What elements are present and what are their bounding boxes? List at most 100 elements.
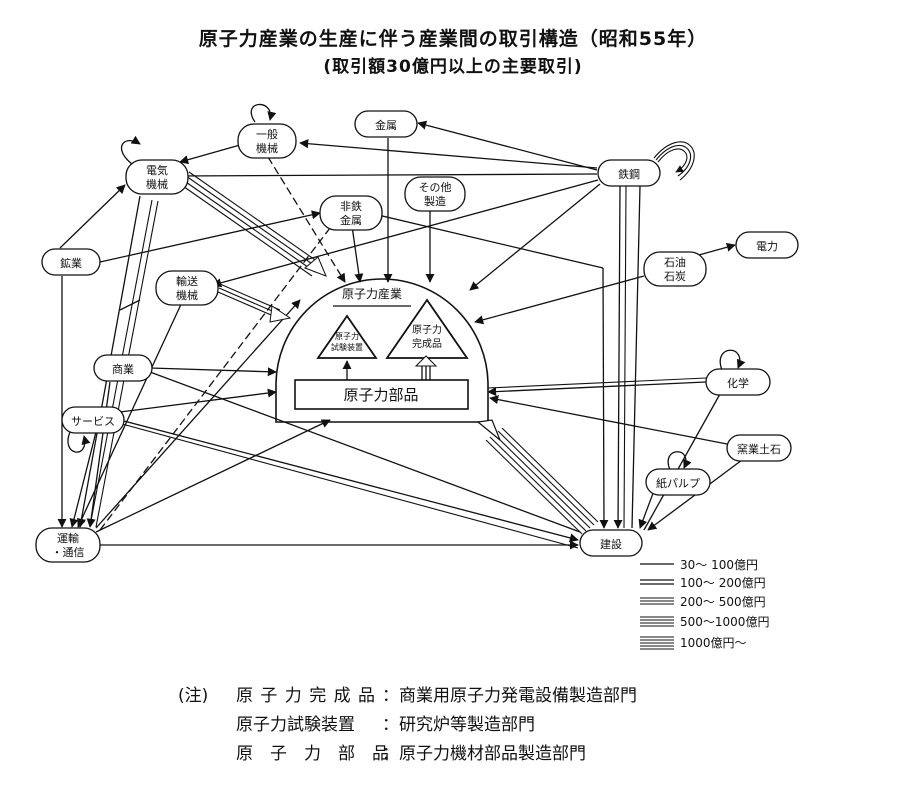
note-term-2: 原子力試験装置 [236, 715, 355, 735]
flow-service-to-kensetsu [119, 419, 579, 543]
flow-kami-to-kensetsu [638, 487, 656, 529]
svg-text:サービス: サービス [71, 415, 115, 428]
svg-text:鉄鋼: 鉄鋼 [618, 167, 640, 181]
flow-service-to-unyu [69, 431, 97, 528]
self-loop-kagaku [719, 349, 746, 371]
flow-hitetsu-to-kensetsu [377, 214, 604, 269]
node-sonota-seizo: その他 製造 [404, 176, 466, 212]
flow-kagaku-to-nuclear-triple [487, 377, 707, 389]
flow-shogyo-to-kensetsu [149, 371, 581, 533]
svg-text:機械: 機械 [176, 288, 198, 302]
legend-label-4: 500〜1000億円 [680, 615, 770, 629]
node-unyu-tsushin: 運輸 ・通信 [35, 527, 101, 563]
flow-tekko-to-denki [176, 171, 598, 181]
finished-products-label-1: 原子力 [412, 323, 442, 336]
flow-tekko-to-kensetsu [613, 185, 623, 529]
test-equipment-triangle [316, 314, 378, 359]
node-kensetsu: 建設 [579, 529, 643, 557]
test-equipment-label-2: 試験装置 [331, 342, 363, 352]
node-service: サービス [61, 406, 125, 434]
flow-kensetsu-to-nuclear-thick [485, 427, 599, 535]
svg-text:非鉄: 非鉄 [340, 199, 362, 213]
node-hitetsu-kinzoku: 非鉄 金属 [319, 195, 383, 231]
legend-item-3: 200〜 500億円 [640, 593, 800, 609]
flow-yuso-to-nuclear-thick [217, 283, 281, 319]
nuclear-parts-box [294, 379, 469, 410]
flow-tekko-to-nuclear [469, 183, 601, 291]
legend-label-5: 1000億円〜 [680, 636, 747, 650]
svg-text:製造: 製造 [424, 194, 446, 208]
flow-unyu-to-nuclear [95, 419, 331, 533]
node-kinzoku: 金属 [354, 110, 418, 138]
test-equipment-label-1: 原子力 [335, 331, 359, 341]
flow-kagaku-to-kensetsu [643, 393, 721, 531]
note-term-3: 原 子 力 部 品 [236, 744, 389, 764]
legend-item-5: 1000億円〜 [640, 634, 800, 650]
node-yuso-kikai: 輸送 機械 [155, 270, 219, 306]
svg-text:建設: 建設 [600, 537, 622, 551]
diagram-title: 原子力産業の生産に伴う産業間の取引構造（昭和55年） [198, 28, 708, 50]
node-tekko: 鉄鋼 [597, 159, 661, 187]
svg-text:紙パルプ: 紙パルプ [656, 476, 700, 490]
legend-label-2: 100〜 200億円 [680, 576, 766, 590]
flow-denki-to-nuclear-thick [179, 171, 322, 277]
node-ippan-kikai: 一般 機械 [237, 123, 297, 159]
svg-text:商業: 商業 [112, 362, 134, 376]
svg-text:石油: 石油 [664, 255, 686, 269]
flow-yogyo-to-nuclear [489, 395, 728, 445]
svg-text:・通信: ・通信 [52, 546, 85, 559]
flow-tekko-to-kensetsu-double [623, 185, 627, 529]
svg-text:窯業土石: 窯業土石 [737, 442, 781, 456]
svg-text:運輸: 運輸 [57, 531, 79, 545]
svg-text:輸送: 輸送 [176, 274, 198, 288]
svg-text:電気: 電気 [146, 163, 168, 177]
node-kami-pulp: 紙パルプ [645, 468, 711, 496]
flow-shogyo-to-nuclear [149, 367, 277, 377]
self-loop-ippan [250, 103, 277, 123]
node-denki-kikai: 電気 機械 [125, 159, 189, 195]
flow-unyu-to-hitetsu-dashed [99, 227, 331, 531]
flow-ippan-to-denki [179, 144, 241, 165]
node-kagaku: 化学 [705, 368, 771, 396]
note-prefix: (注) [178, 686, 209, 706]
node-denryoku: 電力 [735, 231, 799, 259]
flow-service-to-kensetsu-double [121, 423, 579, 549]
note-term-1: 原 子 力 完 成 品 [236, 686, 377, 706]
node-yogyo-doseki: 窯業土石 [726, 434, 792, 462]
svg-text:金属: 金属 [340, 213, 362, 227]
flow-tekko-to-ippan [299, 139, 598, 169]
self-loop-tekko [653, 141, 695, 181]
svg-text:その他: その他 [419, 181, 452, 194]
flow-kagaku-to-nuclear [487, 381, 707, 397]
arrow-parts-to-finished-products [414, 355, 438, 380]
flow-ippan-to-nuclear [267, 156, 346, 283]
nuclear-parts-label: 原子力部品 [343, 386, 418, 404]
flow-kogyo-to-hitetsu [99, 210, 321, 263]
svg-text:機械: 機械 [256, 141, 278, 155]
self-loop-denki [120, 135, 141, 165]
self-loop-kami [667, 451, 692, 471]
flow-kogyo-line [59, 184, 126, 249]
flow-shogyo-to-unyu [86, 381, 111, 528]
node-shogyo: 商業 [93, 354, 153, 382]
flow-tekko-to-kinzoku [417, 120, 598, 171]
svg-text:金属: 金属 [375, 118, 397, 132]
node-sekiyu-sekitan: 石油 石炭 [643, 251, 707, 287]
svg-text:機械: 機械 [146, 177, 168, 191]
svg-text:電力: 電力 [756, 240, 778, 253]
legend-item-4: 500〜1000億円 [640, 613, 800, 629]
self-loop-service [67, 431, 91, 453]
flow-tekko-to-yuso [212, 179, 599, 288]
flow-yuso-to-nuclear-head [269, 305, 292, 323]
svg-text:鉱業: 鉱業 [60, 256, 82, 270]
legend-item-1: 30〜 100億円 [640, 556, 800, 572]
legend-item-2: 100〜 200億円 [640, 574, 800, 590]
node-kogyo: 鉱業 [41, 248, 101, 276]
flow-tekko-to-kensetsu-2 [631, 185, 641, 529]
finished-products-label-2: 完成品 [412, 337, 442, 350]
diagram-subtitle: (取引額30億円以上の主要取引) [323, 57, 583, 77]
svg-text:化学: 化学 [727, 376, 749, 390]
note-desc-3: ：原子力機材部品製造部門 [382, 744, 586, 764]
svg-text:石炭: 石炭 [664, 270, 686, 283]
